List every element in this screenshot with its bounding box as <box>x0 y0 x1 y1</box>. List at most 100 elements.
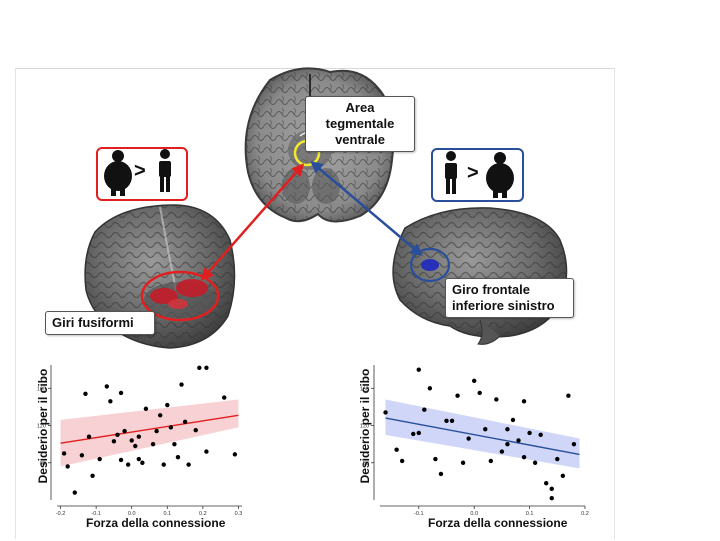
data-point <box>172 441 177 447</box>
x-tick-label: -0.1 <box>91 511 100 517</box>
data-point <box>521 399 527 404</box>
data-point <box>488 458 494 464</box>
data-point <box>516 438 521 443</box>
data-point <box>538 432 543 438</box>
y-tick-label: 120 <box>360 424 369 430</box>
obese-gt-lean-legend <box>96 147 188 201</box>
data-point <box>118 457 124 463</box>
data-point <box>133 443 138 449</box>
data-point <box>154 428 159 434</box>
data-point <box>97 456 102 462</box>
y-tick-label: 160 <box>37 386 46 392</box>
fusiform-activation <box>150 279 208 309</box>
x-tick-label: -0.2 <box>56 511 65 517</box>
data-point <box>115 432 120 438</box>
data-point <box>108 399 113 404</box>
frontal-label-line-2: inferiore sinistro <box>452 298 555 313</box>
data-point <box>416 430 421 436</box>
data-point <box>83 391 88 397</box>
data-point <box>483 427 488 432</box>
data-point <box>193 427 198 433</box>
data-point <box>505 427 510 432</box>
data-point <box>65 464 70 469</box>
blue-connection-arrow <box>310 160 423 257</box>
data-point <box>499 449 505 454</box>
data-point <box>449 418 455 424</box>
vta-label-line-1: Area tegmentale <box>325 100 395 131</box>
data-point <box>555 456 560 462</box>
x-tick-label: 0.2 <box>199 511 207 517</box>
data-point <box>549 495 554 501</box>
data-point <box>444 418 449 424</box>
thin-person-icon <box>445 151 457 194</box>
y-axis-label-left: Desiderio per il cibo <box>36 368 50 484</box>
data-point <box>165 402 170 408</box>
data-point <box>232 452 238 457</box>
confidence-band <box>385 399 580 469</box>
data-point <box>204 449 209 454</box>
data-point <box>90 473 95 478</box>
x-tick-label: 0.0 <box>470 511 478 517</box>
fusiform-label: Giri fusiformi <box>45 311 155 335</box>
data-point <box>182 419 188 424</box>
data-point <box>136 434 142 439</box>
data-point <box>527 430 532 436</box>
data-point <box>411 431 416 437</box>
y-tick-label: 80 <box>40 461 46 467</box>
data-point <box>157 413 163 418</box>
data-point <box>125 462 131 467</box>
data-point <box>521 454 527 460</box>
data-point <box>140 460 145 465</box>
data-point <box>197 365 202 370</box>
data-point <box>72 490 77 495</box>
x-tick-label: 0.2 <box>581 511 589 517</box>
data-point <box>532 460 538 465</box>
data-point <box>544 481 549 486</box>
data-point <box>394 447 399 452</box>
data-point <box>460 460 466 465</box>
data-point <box>86 434 92 439</box>
data-point <box>175 454 181 460</box>
regression-line <box>60 414 239 444</box>
data-point <box>179 382 184 387</box>
frontal-activation <box>421 259 439 271</box>
x-tick-label: -0.1 <box>414 511 423 517</box>
data-point <box>438 471 444 477</box>
data-point <box>111 439 117 444</box>
data-point <box>477 390 482 396</box>
vta-label-line-2: ventrale <box>335 132 385 147</box>
x-axis-label-left: Forza della connessione <box>86 516 226 530</box>
x-axis-label-right: Forza della connessione <box>428 516 568 530</box>
frontal-highlight-ellipse <box>409 247 451 283</box>
y-tick-label: 160 <box>360 386 369 392</box>
data-point <box>136 456 142 462</box>
vta-label: Area tegmentale ventrale <box>305 96 415 152</box>
data-point <box>399 458 405 464</box>
regression-line <box>385 417 580 456</box>
data-point <box>168 425 174 430</box>
data-point <box>104 384 110 389</box>
x-tick-label: 0.0 <box>128 511 136 517</box>
data-point <box>118 390 124 396</box>
data-point <box>505 441 510 447</box>
data-point <box>61 451 67 456</box>
data-point <box>186 462 191 467</box>
data-point <box>143 406 149 411</box>
data-point <box>571 441 577 447</box>
data-point <box>129 438 134 443</box>
data-point <box>455 393 460 398</box>
greater-than-symbol-right: > <box>467 162 479 184</box>
data-point <box>433 456 438 462</box>
frontal-label-line-1: Giro frontale <box>452 282 531 297</box>
data-point <box>510 417 516 423</box>
data-point <box>222 395 227 400</box>
data-point <box>161 462 166 467</box>
y-tick-label: 80 <box>363 461 369 467</box>
obese-person-icon <box>486 152 514 198</box>
data-point <box>422 407 427 412</box>
y-axis-label-right: Desiderio per il cibo <box>358 368 372 484</box>
fusiform-highlight-ellipse <box>140 270 220 322</box>
data-point <box>560 473 566 478</box>
data-point <box>549 486 554 492</box>
